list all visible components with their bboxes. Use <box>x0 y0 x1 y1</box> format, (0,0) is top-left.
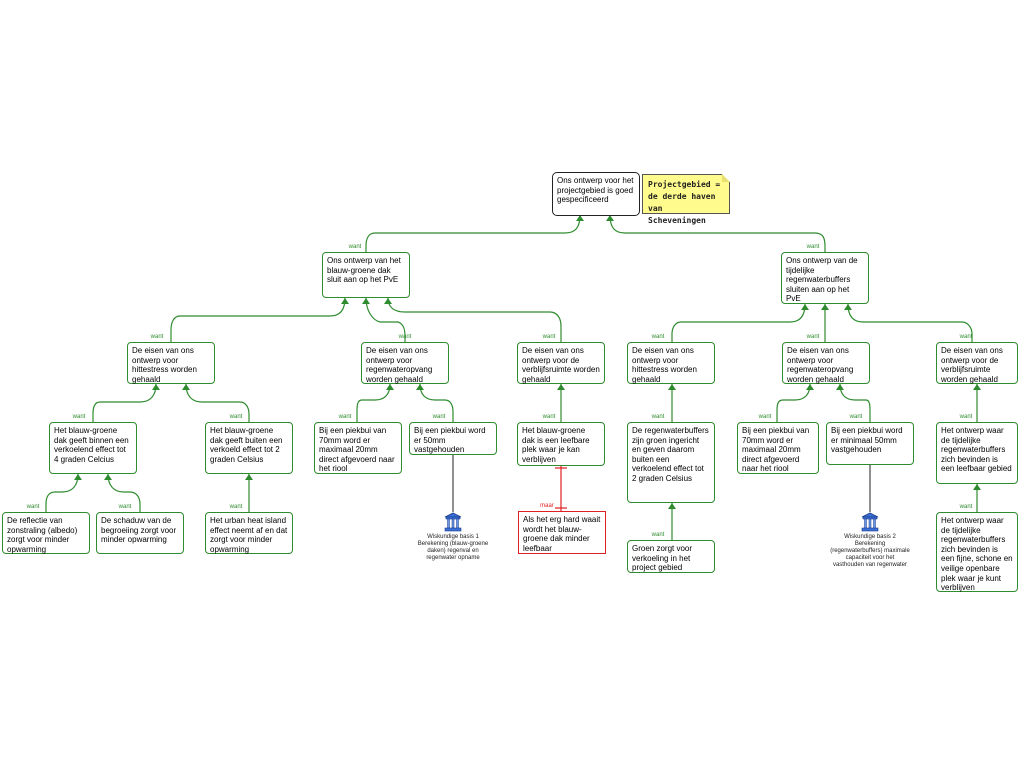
link-label-lv: want <box>542 334 556 340</box>
resource-caption-left: Wiskundige basis 1 Berekening (blauw-gro… <box>417 534 489 561</box>
arrow-right-3 <box>844 304 852 310</box>
reason-lh-a[interactable]: Het blauw-groene dak geeft binnen een ve… <box>49 422 137 474</box>
link-label-rva1: want <box>959 504 973 510</box>
reason-lh-a1[interactable]: De reflectie van zonstraling (albedo) zo… <box>2 512 90 554</box>
root-claim[interactable]: Ons ontwerp voor het projectgebied is go… <box>552 172 640 216</box>
connector-left-verblijf <box>387 297 562 342</box>
link-label-rh: want <box>651 334 665 340</box>
connector-right-hitte <box>671 303 806 342</box>
arrow-lr-1 <box>386 384 394 390</box>
connector-lha-2 <box>107 473 141 512</box>
reason-rh-a[interactable]: De regenwaterbuffers zijn groen ingerich… <box>627 422 715 503</box>
arrow-root-left <box>576 215 584 221</box>
claim-right-regen[interactable]: De eisen van ons ontwerp voor regenwater… <box>782 342 870 384</box>
claim-left-verblijf[interactable]: De eisen van ons ontwerp voor de verblij… <box>517 342 605 384</box>
connector-root-left <box>365 214 581 252</box>
link-label-lha: want <box>72 414 86 420</box>
link-label-rha1: want <box>651 532 665 538</box>
connector-rr-b <box>839 383 871 422</box>
arrow-lv-1 <box>557 384 565 390</box>
link-label-lrb: want <box>432 414 446 420</box>
pillar-icon[interactable] <box>444 512 462 532</box>
arrow-rh-1 <box>668 384 676 390</box>
reason-lv-a[interactable]: Het blauw-groene dak is een leefbare ple… <box>517 422 605 466</box>
claim-left-hitte[interactable]: De eisen van ons ontwerp voor hittestres… <box>127 342 215 384</box>
claim-right-hitte[interactable]: De eisen van ons ontwerp voor hittestres… <box>627 342 715 384</box>
objection-lv[interactable]: Als het erg hard waait wordt het blauw-g… <box>518 511 606 554</box>
arrow-rr-2 <box>836 384 844 390</box>
arrow-lh-2 <box>182 384 190 390</box>
arrow-lha-2 <box>104 474 112 480</box>
link-label-rva: want <box>959 414 973 420</box>
note-box[interactable]: Projectgebied = de derde haven van Schev… <box>642 174 730 225</box>
link-label-lha2: want <box>118 504 132 510</box>
link-label-objection: maar <box>540 503 554 509</box>
link-label-lra: want <box>338 414 352 420</box>
connector-lr-b <box>419 383 454 422</box>
link-label-rha: want <box>651 414 665 420</box>
reason-lh-a2[interactable]: De schaduw van de begroeiing zorgt voor … <box>96 512 184 554</box>
link-label-rra: want <box>758 414 772 420</box>
reason-rr-b[interactable]: Bij een piekbui word er minimaal 50mm va… <box>826 422 914 465</box>
claim-right[interactable]: Ons ontwerp van de tijdelijke regenwater… <box>781 252 869 304</box>
reason-rv-a[interactable]: Het ontwerp waar de tijdelijke regenwate… <box>936 422 1018 484</box>
connector-right-verblijf <box>847 303 973 342</box>
link-label-rrb: want <box>849 414 863 420</box>
arrow-left-1 <box>341 298 349 304</box>
reason-rh-a1[interactable]: Groen zorgt voor verkoeling in het proje… <box>627 540 715 573</box>
link-label-rv: want <box>959 334 973 340</box>
arrow-left-2 <box>362 298 370 304</box>
arrow-left-3 <box>384 298 392 304</box>
connector-left-hitte <box>170 297 346 342</box>
arrow-lhb-1 <box>245 474 253 480</box>
connector-lr-a <box>356 383 391 422</box>
link-label-lh: want <box>150 334 164 340</box>
link-label-lha1: want <box>26 504 40 510</box>
connector-lh-b <box>185 383 250 422</box>
arrow-right-1 <box>801 304 809 310</box>
connector-left-regen <box>365 297 406 342</box>
link-label-rr: want <box>806 334 820 340</box>
link-label-lva: want <box>542 414 556 420</box>
arrow-right-2 <box>821 304 829 310</box>
connector-rr-a <box>776 383 811 422</box>
connector-lha-1 <box>45 473 79 512</box>
arrow-rva-1 <box>973 484 981 490</box>
link-label-lhb: want <box>229 414 243 420</box>
connector-root-right <box>609 214 826 252</box>
note-text: Projectgebied = de derde haven van Schev… <box>648 180 721 225</box>
reason-rv-a1[interactable]: Het ontwerp waar de tijdelijke regenwate… <box>936 512 1018 592</box>
pillar-icon[interactable] <box>861 512 879 532</box>
arrow-lh-1 <box>152 384 160 390</box>
arrow-lha-1 <box>74 474 82 480</box>
reason-lh-b[interactable]: Het blauw-groene dak geeft buiten een ve… <box>205 422 293 474</box>
note-fold-corner <box>722 174 730 182</box>
reason-lr-a[interactable]: Bij een piekbui van 70mm word er maximaa… <box>314 422 402 474</box>
claim-left[interactable]: Ons ontwerp van het blauw-groene dak slu… <box>322 252 410 298</box>
reason-lh-b1[interactable]: Het urban heat island effect neemt af en… <box>205 512 293 554</box>
arrow-root-right <box>606 215 614 221</box>
resource-caption-right: Wiskundige basis 2 Berekening (regenwate… <box>830 534 910 568</box>
link-label-root-left: want <box>348 244 362 250</box>
link-label-lr: want <box>398 334 412 340</box>
arrow-rha-1 <box>668 503 676 509</box>
claim-left-regen[interactable]: De eisen van ons ontwerp voor regenwater… <box>361 342 449 384</box>
claim-right-verblijf[interactable]: De eisen van ons ontwerp voor de verblij… <box>936 342 1018 384</box>
connector-lh-a <box>92 383 157 422</box>
arrow-lr-2 <box>416 384 424 390</box>
link-label-lhb1: want <box>229 504 243 510</box>
reason-lr-b[interactable]: Bij een piekbui word er 50mm vastgehoude… <box>409 422 497 455</box>
link-label-root-right: want <box>806 244 820 250</box>
reason-rr-a[interactable]: Bij een piekbui van 70mm word er maximaa… <box>737 422 819 474</box>
arrow-rv-1 <box>973 384 981 390</box>
arrow-rr-1 <box>806 384 814 390</box>
